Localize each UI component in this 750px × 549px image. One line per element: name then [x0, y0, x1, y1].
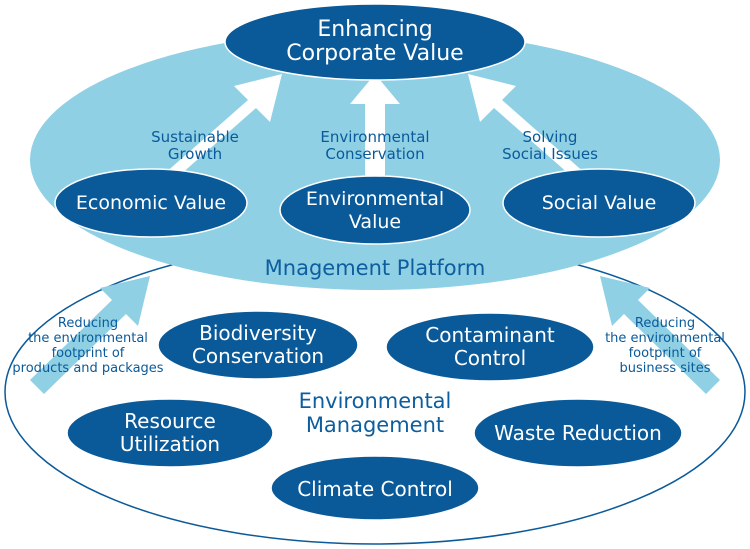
left-up-arrow: [155, 74, 282, 190]
climate-label: Climate Control: [297, 476, 453, 501]
resource-label: Resource Utilization: [119, 409, 221, 456]
management-platform-label: Mnagement Platform: [264, 255, 486, 280]
right-side-arrow: [600, 276, 720, 394]
social-value-label: Social Value: [541, 191, 657, 214]
right-side-label: Reducing the environmental footprint of …: [605, 316, 725, 376]
solving-social-issues-label: Solving Social Issues: [502, 127, 598, 163]
economic-value-label: Economic Value: [75, 191, 227, 214]
environmental-management-label: Environmental Management: [298, 388, 452, 437]
right-up-arrow: [468, 74, 595, 190]
environmental-conservation-label: Environmental Conservation: [320, 127, 430, 163]
corporate-value-label: Enhancing Corporate Value: [286, 16, 464, 66]
corporate-value-node: [224, 3, 526, 81]
social-value-node: [502, 168, 696, 238]
contaminant-node: [385, 312, 595, 382]
biodiversity-node: [157, 310, 359, 380]
left-side-arrow: [30, 276, 150, 394]
environmental-value-label: Environmental Value: [305, 188, 445, 233]
left-side-label: Reducing the environmental footprint of …: [12, 316, 164, 376]
center-up-arrow: [350, 74, 400, 192]
waste-node: [473, 398, 683, 468]
resource-node: [66, 398, 274, 468]
waste-label: Waste Reduction: [494, 420, 662, 445]
climate-node: [270, 455, 480, 521]
sustainable-growth-label: Sustainable Growth: [151, 127, 239, 163]
biodiversity-label: Biodiversity Conservation: [191, 321, 325, 368]
economic-value-node: [54, 168, 248, 238]
environmental-value-node: [279, 175, 471, 245]
contaminant-label: Contaminant Control: [425, 323, 555, 370]
